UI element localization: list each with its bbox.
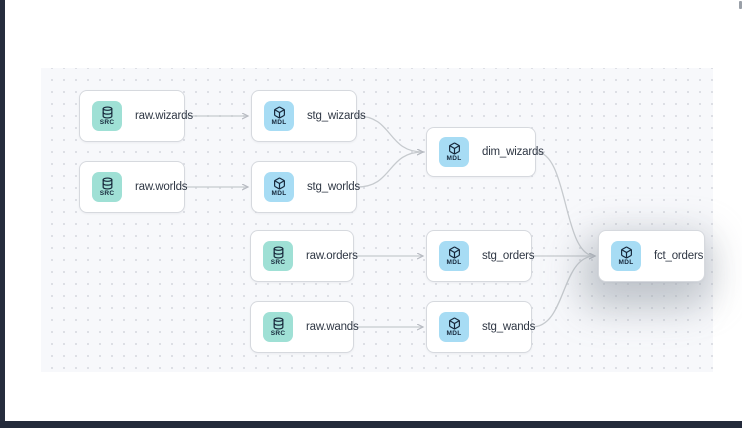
badge-label: SRC xyxy=(270,330,286,337)
cube-icon xyxy=(273,176,285,190)
badge-label: SRC xyxy=(270,259,286,266)
node-type-badge: MDL xyxy=(264,101,294,131)
badge-label: MDL xyxy=(446,330,462,337)
node-label: dim_wizards xyxy=(482,146,544,158)
window-bottom-edge xyxy=(0,421,742,428)
cube-icon xyxy=(448,316,460,330)
database-icon xyxy=(273,316,283,330)
node-stg-worlds[interactable]: MDL stg_worlds xyxy=(251,161,360,213)
database-icon xyxy=(102,105,112,119)
node-type-badge: MDL xyxy=(439,137,469,167)
node-stg-wands[interactable]: MDL stg_wands xyxy=(426,301,536,353)
node-label: stg_wizards xyxy=(307,110,366,122)
node-type-badge: MDL xyxy=(439,312,469,342)
node-type-badge: MDL xyxy=(611,241,641,271)
cube-icon xyxy=(273,105,285,119)
badge-label: MDL xyxy=(271,190,287,197)
node-label: raw.wands xyxy=(306,321,359,333)
node-label: raw.orders xyxy=(306,250,358,262)
node-stg-orders[interactable]: MDL stg_orders xyxy=(426,230,535,282)
badge-label: SRC xyxy=(99,190,115,197)
edge-stg-wizards-to-dim-wizards xyxy=(356,115,423,152)
node-raw-wands[interactable]: SRC raw.wands xyxy=(250,301,359,353)
node-type-badge: SRC xyxy=(92,101,122,131)
badge-label: MDL xyxy=(446,259,462,266)
cube-icon xyxy=(448,141,460,155)
edge-stg-wands-to-fct-orders xyxy=(531,256,595,328)
node-type-badge: MDL xyxy=(264,172,294,202)
node-type-badge: SRC xyxy=(263,312,293,342)
cube-icon xyxy=(448,245,460,259)
node-fct-orders[interactable]: MDL fct_orders xyxy=(598,230,705,282)
cube-icon xyxy=(620,245,632,259)
node-label: fct_orders xyxy=(654,250,704,262)
node-raw-worlds[interactable]: SRC raw.worlds xyxy=(79,161,188,213)
node-label: stg_orders xyxy=(482,250,535,262)
badge-label: SRC xyxy=(99,119,115,126)
database-icon xyxy=(102,176,112,190)
scrollbar-fragment xyxy=(739,1,742,9)
node-raw-wizards[interactable]: SRC raw.wizards xyxy=(79,90,193,142)
badge-label: MDL xyxy=(446,155,462,162)
node-type-badge: MDL xyxy=(439,241,469,271)
node-label: raw.worlds xyxy=(135,181,188,193)
edge-dim-wizards-to-fct-orders xyxy=(535,151,595,256)
edge-stg-worlds-to-dim-wizards xyxy=(356,152,423,188)
node-dim-wizards[interactable]: MDL dim_wizards xyxy=(426,127,544,177)
badge-label: MDL xyxy=(271,119,287,126)
node-type-badge: SRC xyxy=(92,172,122,202)
node-label: stg_worlds xyxy=(307,181,360,193)
node-stg-wizards[interactable]: MDL stg_wizards xyxy=(251,90,366,142)
node-type-badge: SRC xyxy=(263,241,293,271)
database-icon xyxy=(273,245,283,259)
node-raw-orders[interactable]: SRC raw.orders xyxy=(250,230,358,282)
node-label: raw.wizards xyxy=(135,110,193,122)
window-left-edge xyxy=(0,0,5,428)
node-label: stg_wands xyxy=(482,321,536,333)
badge-label: MDL xyxy=(618,259,634,266)
